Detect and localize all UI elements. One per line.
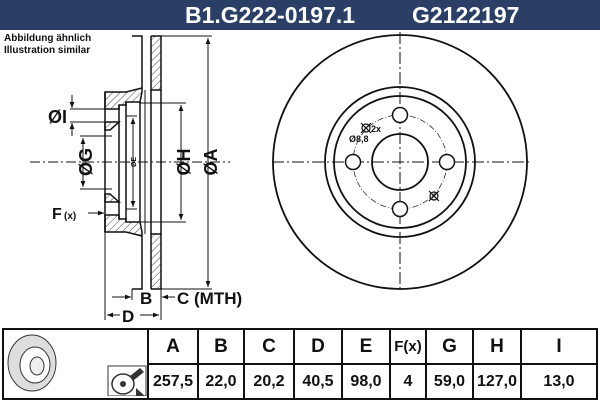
illustration-note: Abbildung ähnlich Illustration similar xyxy=(4,33,91,57)
header-c: C xyxy=(243,328,295,365)
header-b: B xyxy=(197,328,245,365)
bolt-hole xyxy=(344,153,362,171)
label-hole-dia: Ø8,8 xyxy=(349,134,369,144)
part-number: B1.G222-0197.1 xyxy=(185,2,356,28)
label-a: ØA xyxy=(201,148,221,175)
label-h: ØH xyxy=(174,149,194,176)
value-e: 98,0 xyxy=(341,363,391,400)
value-c: 20,2 xyxy=(243,363,295,400)
header-h: H xyxy=(472,328,522,365)
header-i: I xyxy=(520,328,598,365)
label-i: ØI xyxy=(48,107,67,127)
dimension-lines xyxy=(30,35,230,320)
image-cell xyxy=(2,328,149,400)
value-a: 257,5 xyxy=(147,363,199,400)
header-d: D xyxy=(293,328,343,365)
label-d: D xyxy=(122,307,134,326)
label-holes: 2x xyxy=(371,124,381,134)
header-f: F(x) xyxy=(389,328,427,365)
spray-coating-icon xyxy=(107,365,147,396)
label-f: F xyxy=(52,206,62,223)
label-c: C (MTH) xyxy=(177,289,242,308)
header-e: E xyxy=(341,328,391,365)
threaded-hole xyxy=(360,122,440,202)
label-e: ØE xyxy=(131,157,138,167)
value-i: 13,0 xyxy=(520,363,598,400)
dimensions-table: A B C D E F(x) G H I 257,5 22,0 20,2 40,… xyxy=(2,328,598,400)
note-de: Abbildung ähnlich xyxy=(4,33,92,44)
dimension-labels: ØA ØH ØE ØG ØI F (x) B C (MTH) D xyxy=(48,107,242,326)
disc-front-view xyxy=(272,32,532,292)
label-fx: (x) xyxy=(64,211,76,222)
value-b: 22,0 xyxy=(197,363,245,400)
value-h: 127,0 xyxy=(472,363,522,400)
bolt-hole xyxy=(391,200,409,218)
bolt-hole xyxy=(438,153,456,171)
brake-disc-icon xyxy=(7,334,147,396)
note-en: Illustration similar xyxy=(4,45,91,56)
technical-drawing: ØA ØH ØE ØG ØI F (x) B C (MTH) D 2x Ø8,8 xyxy=(30,32,532,326)
value-d: 40,5 xyxy=(293,363,343,400)
value-g: 59,0 xyxy=(425,363,474,400)
header-g: G xyxy=(425,328,474,365)
label-g: ØG xyxy=(76,148,96,176)
header-bar: B1.G222-0197.1 G2122197 xyxy=(0,0,600,30)
label-b: B xyxy=(140,289,152,308)
header-a: A xyxy=(147,328,199,365)
reference-number: G2122197 xyxy=(412,2,520,28)
value-f: 4 xyxy=(389,363,427,400)
bolt-hole xyxy=(391,106,409,124)
